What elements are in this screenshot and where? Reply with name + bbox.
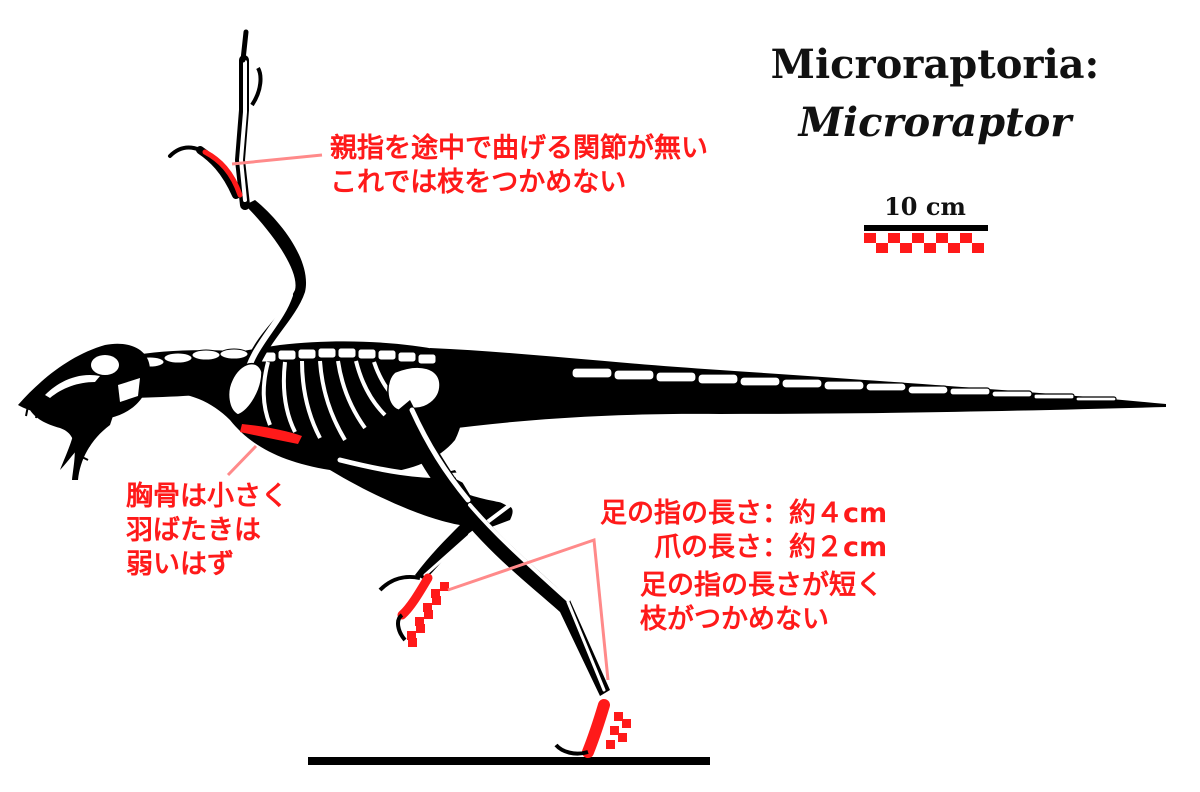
annotation-line: 枝がつかめない: [640, 604, 829, 635]
annotation-line: 羽ばたきは: [126, 515, 261, 546]
annotation-toe-length: 足の指の長さ：約４cm 爪の長さ：約２cm: [600, 497, 887, 565]
dorsal-vertebrae: [257, 347, 437, 365]
leader-toe: [447, 537, 610, 681]
rear-leg-flexed: [330, 455, 514, 642]
annotation-line: 弱いはず: [126, 549, 234, 580]
annotation-thumb: 親指を途中で曲げる関節が無い これでは枝をつかめない: [330, 132, 708, 200]
leader-thumb: [231, 153, 323, 166]
toe-highlight-flexed: [397, 573, 433, 620]
annotation-line: これでは枝をつかめない: [330, 167, 627, 198]
annotation-line: 足の指の長さ：約４cm: [600, 498, 888, 529]
toe-highlight-standing: [582, 699, 610, 758]
skull-silhouette: [18, 343, 150, 470]
skull-bones: [45, 355, 140, 402]
foot-scale-standing: [606, 712, 631, 749]
pelvis: [387, 366, 441, 443]
annotation-sternum: 胸骨は小さく 羽ばたきは 弱いはず: [126, 480, 288, 582]
rear-leg-standing: [398, 400, 610, 758]
tail-vertebrae: [571, 367, 1117, 402]
annotation-line: 胸骨は小さく: [126, 481, 288, 512]
ground-line: [308, 757, 710, 765]
lower-jaw: [30, 410, 115, 480]
scale-bar: [864, 225, 988, 253]
annotation-line: 足の指の長さが短く: [640, 570, 883, 601]
annotation-line: 親指を途中で曲げる関節が無い: [330, 133, 708, 164]
annotation-line: 爪の長さ：約２cm: [654, 532, 888, 563]
sternum-highlight: [240, 424, 302, 444]
teeth: [25, 405, 91, 461]
leader-sternum: [226, 444, 258, 477]
foot-scale-flexed: [407, 582, 449, 647]
forelimb: [168, 29, 307, 388]
title-genus: Microraptor: [798, 99, 1072, 146]
thumb-highlight: [202, 149, 243, 198]
annotation-toe-short: 足の指の長さが短く 枝がつかめない: [640, 569, 883, 637]
leader-lines: [226, 153, 610, 681]
scale-bar-label: 10 cm: [884, 192, 966, 221]
scapula: [227, 362, 263, 416]
title-clade: Microraptoria:: [770, 41, 1100, 88]
tail-silhouette: [430, 348, 1166, 430]
